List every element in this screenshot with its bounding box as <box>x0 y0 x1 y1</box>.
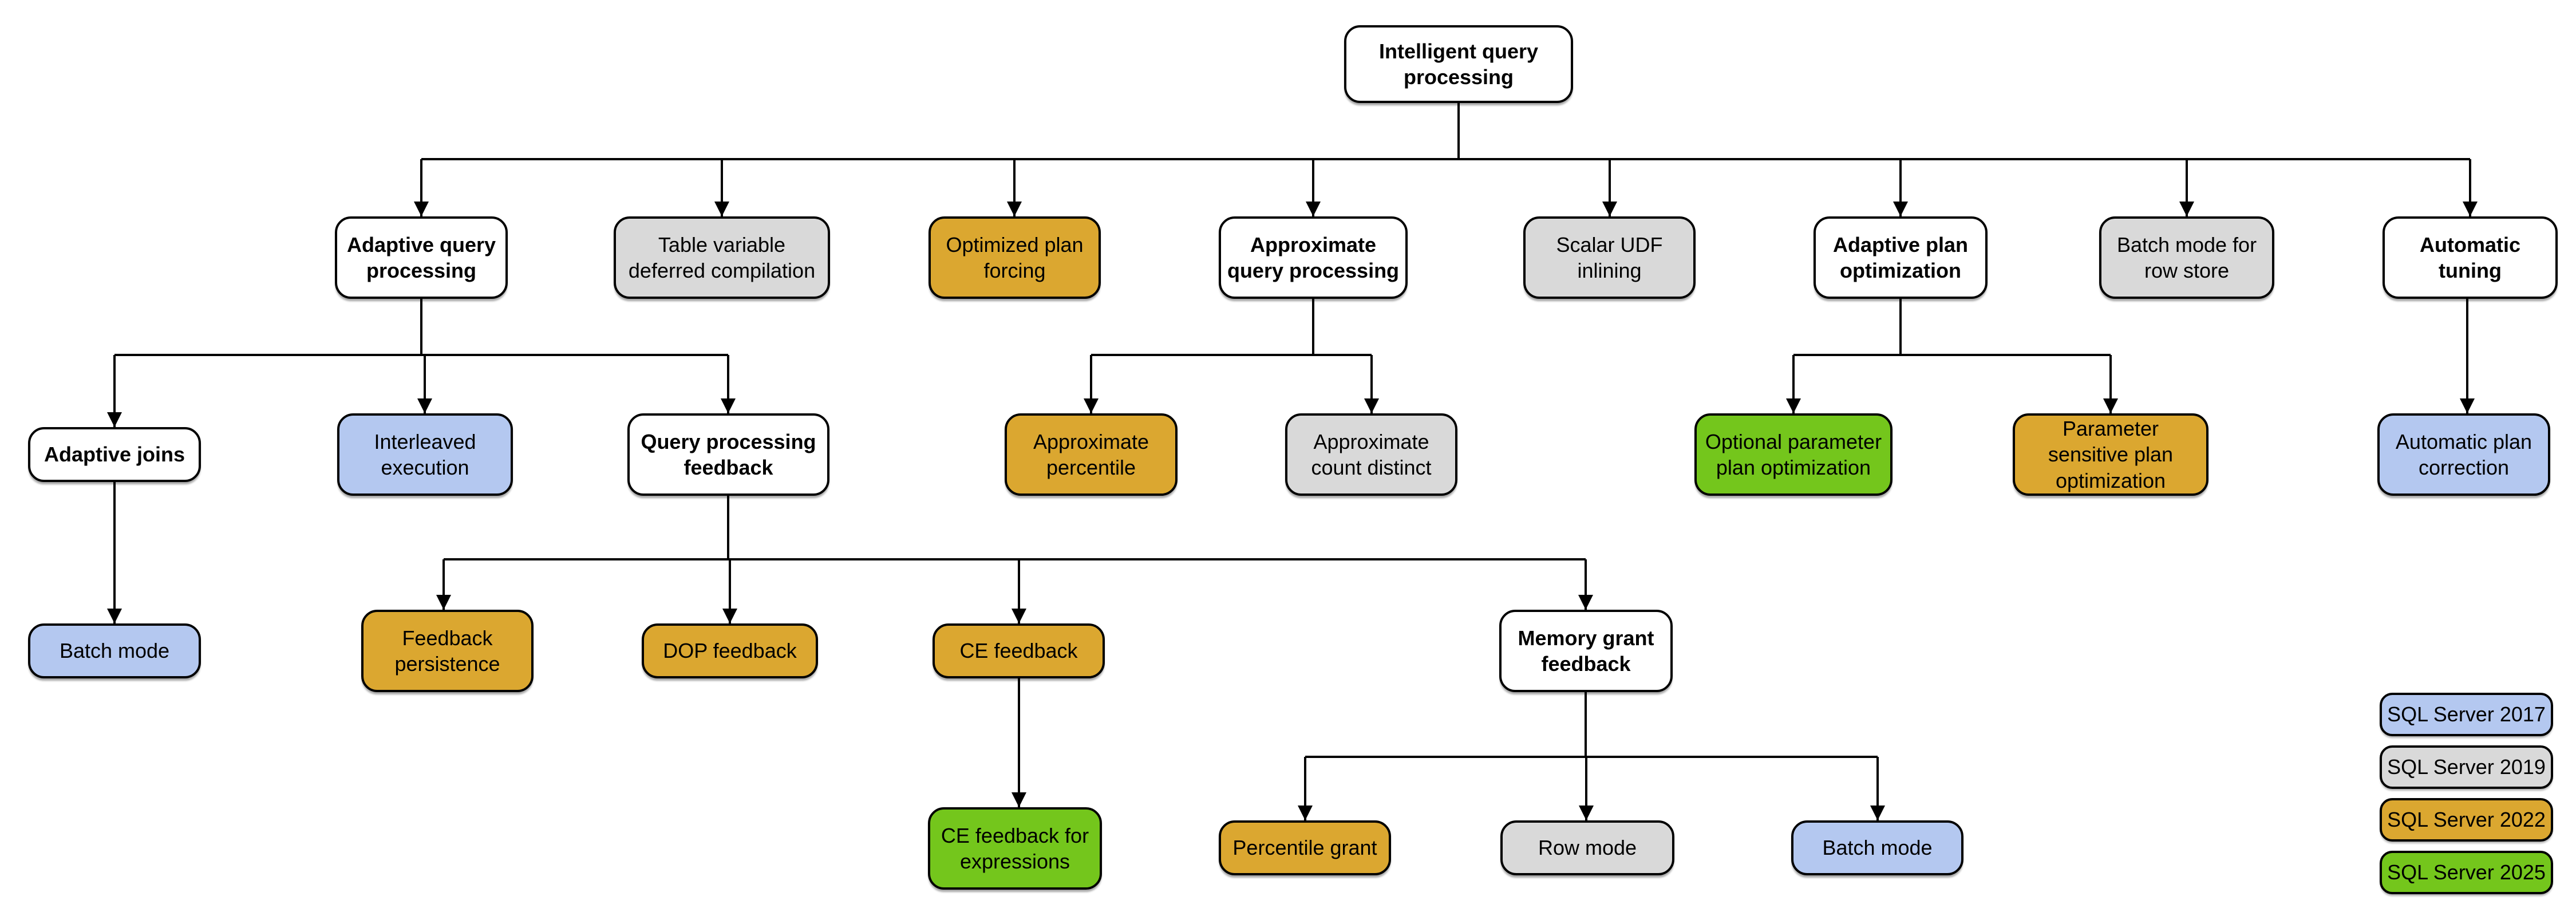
arrow-down-icon <box>1893 202 1908 216</box>
connector-line-vertical <box>420 159 422 216</box>
arrow-down-icon <box>1012 609 1026 623</box>
connector-line-vertical <box>2469 159 2471 216</box>
node-approximate-query-processing: Approximate query processing <box>1219 216 1408 299</box>
arrow-down-icon <box>1579 806 1594 820</box>
arrow-down-icon <box>1298 806 1313 820</box>
arrow-down-icon <box>436 595 451 610</box>
arrow-down-icon <box>721 398 736 413</box>
node-memory-grant-feedback: Memory grant feedback <box>1499 610 1673 692</box>
node-table-variable-deferred-compilation: Table variable deferred compilation <box>614 216 830 299</box>
connector-line-vertical <box>2186 159 2188 216</box>
arrow-down-icon <box>2460 398 2475 413</box>
connector-line-vertical <box>721 159 723 216</box>
legend-sql-server-2017: SQL Server 2017 <box>2380 693 2553 736</box>
connector-line-vertical <box>1090 355 1092 413</box>
node-batch-mode-memory-grant: Batch mode <box>1791 820 1963 875</box>
connector-line-vertical <box>424 355 426 413</box>
connector-line-vertical <box>1899 159 1902 216</box>
connector-line-vertical <box>1013 159 1016 216</box>
node-approximate-percentile: Approximate percentile <box>1005 413 1178 496</box>
node-dop-feedback: DOP feedback <box>642 623 818 678</box>
connector-line-vertical <box>1876 757 1879 820</box>
node-adaptive-plan-optimization: Adaptive plan optimization <box>1814 216 1988 299</box>
connector-line-vertical <box>1585 757 1587 820</box>
node-adaptive-query-processing: Adaptive query processing <box>335 216 508 299</box>
connector-line-vertical <box>1018 559 1020 623</box>
arrow-down-icon <box>722 609 737 623</box>
node-feedback-persistence: Feedback persistence <box>361 610 534 692</box>
connector-line-vertical <box>1312 159 1314 216</box>
node-row-mode: Row mode <box>1500 820 1674 875</box>
node-adaptive-joins: Adaptive joins <box>28 427 201 482</box>
node-batch-mode-for-row-store: Batch mode for row store <box>2099 216 2274 299</box>
connector-line-horizontal <box>1305 756 1878 758</box>
node-intelligent-query-processing: Intelligent query processing <box>1344 25 1573 103</box>
node-batch-mode-adaptive-joins: Batch mode <box>28 623 201 678</box>
arrow-down-icon <box>1007 202 1022 216</box>
arrow-down-icon <box>2103 398 2118 413</box>
arrow-down-icon <box>1578 595 1593 610</box>
connector-line-vertical <box>1312 299 1314 355</box>
arrow-down-icon <box>2463 202 2478 216</box>
connector-line-vertical <box>727 496 729 559</box>
connector-line-vertical <box>1370 355 1373 413</box>
legend-sql-server-2019: SQL Server 2019 <box>2380 745 2553 789</box>
arrow-down-icon <box>107 412 122 427</box>
connector-line-vertical <box>113 482 116 623</box>
node-ce-feedback: CE feedback <box>933 623 1105 678</box>
connector-line-vertical <box>1457 103 1460 159</box>
connector-line-vertical <box>2109 355 2112 413</box>
connector-line-horizontal <box>1091 354 1372 356</box>
connector-line-vertical <box>1304 757 1306 820</box>
connector-line-horizontal <box>114 354 728 356</box>
arrow-down-icon <box>1306 202 1321 216</box>
connector-line-horizontal <box>421 158 2470 160</box>
arrow-down-icon <box>1364 398 1379 413</box>
connector-line-horizontal <box>1793 354 2111 356</box>
arrow-down-icon <box>417 398 432 413</box>
connector-line-vertical <box>1585 692 1587 757</box>
arrow-down-icon <box>1786 398 1801 413</box>
arrow-down-icon <box>714 202 729 216</box>
connector-line-vertical <box>1609 159 1611 216</box>
arrow-down-icon <box>1602 202 1617 216</box>
node-automatic-plan-correction: Automatic plan correction <box>2377 413 2550 496</box>
arrow-down-icon <box>414 202 429 216</box>
arrow-down-icon <box>1870 806 1885 820</box>
node-scalar-udf-inlining: Scalar UDF inlining <box>1523 216 1696 299</box>
connector-line-vertical <box>420 299 422 355</box>
connector-line-vertical <box>1899 299 1902 355</box>
arrow-down-icon <box>107 609 122 623</box>
legend-sql-server-2025: SQL Server 2025 <box>2380 851 2553 894</box>
arrow-down-icon <box>2179 202 2194 216</box>
connector-line-vertical <box>113 355 116 427</box>
arrow-down-icon <box>1084 398 1099 413</box>
node-optimized-plan-forcing: Optimized plan forcing <box>929 216 1101 299</box>
node-percentile-grant: Percentile grant <box>1219 820 1391 875</box>
connector-line-vertical <box>1585 559 1587 610</box>
node-automatic-tuning: Automatic tuning <box>2383 216 2558 299</box>
connector-line-horizontal <box>444 558 1586 560</box>
node-approximate-count-distinct: Approximate count distinct <box>1285 413 1457 496</box>
connector-line-vertical <box>442 559 445 610</box>
node-query-processing-feedback: Query processing feedback <box>627 413 829 496</box>
connector-line-vertical <box>1018 678 1020 807</box>
node-ce-feedback-for-expressions: CE feedback for expressions <box>928 807 1102 890</box>
legend-sql-server-2022: SQL Server 2022 <box>2380 798 2553 842</box>
connector-line-vertical <box>1792 355 1795 413</box>
connector-line-vertical <box>729 559 731 623</box>
node-optional-parameter-plan-optimization: Optional parameter plan optimization <box>1694 413 1893 496</box>
connector-line-vertical <box>727 355 729 413</box>
arrow-down-icon <box>1012 792 1026 807</box>
node-parameter-sensitive-plan-optimization: Parameter sensitive plan optimization <box>2013 413 2208 496</box>
node-interleaved-execution: Interleaved execution <box>337 413 513 496</box>
connector-line-vertical <box>2466 299 2468 413</box>
